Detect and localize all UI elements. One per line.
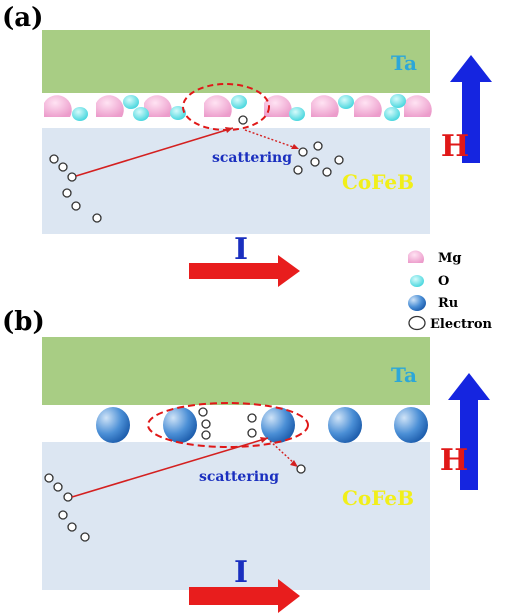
o-atom	[231, 95, 247, 109]
incident-path-a	[75, 127, 234, 177]
electron	[310, 157, 320, 167]
h-field-label-a: H	[441, 129, 469, 164]
legend-label-ru: Ru	[438, 296, 458, 311]
current-label-a: I	[234, 232, 248, 267]
electron	[62, 188, 72, 198]
o-atom-icon	[410, 275, 424, 287]
ru-atom-icon	[408, 295, 426, 311]
o-atom	[72, 107, 88, 121]
electron	[58, 162, 68, 172]
electron	[201, 430, 211, 440]
ru-atom	[328, 407, 362, 443]
mg-atom	[44, 95, 72, 117]
o-atom	[338, 95, 354, 109]
mg-atom	[311, 95, 339, 117]
electron-group-interface-b	[198, 407, 257, 440]
mg-atom-icon	[408, 250, 424, 263]
mg-atom	[354, 95, 382, 117]
o-atom	[384, 107, 400, 121]
legend-label-o: O	[438, 274, 449, 289]
scattered-path-b	[269, 440, 297, 466]
cofeb-label-a: CoFeB	[342, 170, 414, 194]
h-field-label-b: H	[440, 443, 468, 478]
electron	[247, 428, 257, 438]
panel-a-label: (a)	[2, 3, 43, 33]
mg-atom	[96, 95, 124, 117]
ru-atom	[261, 407, 295, 443]
legend-item-o: O	[410, 274, 449, 289]
scattered-path-arrowhead-b	[290, 460, 298, 467]
mg-atom	[404, 95, 432, 117]
electron	[298, 147, 308, 157]
mg-atom	[204, 95, 232, 117]
legend-item-ru: Ru	[408, 295, 458, 311]
ru-atom	[394, 407, 428, 443]
incident-path-b	[71, 437, 269, 498]
electron	[58, 510, 68, 520]
electron	[67, 172, 77, 182]
electron	[53, 482, 63, 492]
o-atom	[390, 94, 406, 108]
legend: Mg O Ru Electron	[408, 250, 493, 332]
current-label-b: I	[234, 555, 248, 590]
electron-scattered-b	[296, 464, 306, 474]
incident-path-arrowhead-a	[225, 127, 233, 133]
mgo-interface-a	[44, 94, 432, 121]
panel-b: (b) Ta CoFeB	[2, 307, 490, 613]
ru-atom	[163, 407, 197, 443]
mg-atom	[264, 95, 292, 117]
scattered-path-arrowhead-a	[291, 144, 299, 149]
electron	[322, 167, 332, 177]
ta-layer-a	[42, 30, 430, 93]
electron-group-left-a	[49, 154, 102, 223]
cofeb-layer-b	[42, 442, 430, 590]
scattering-label-a: scattering	[212, 150, 292, 166]
field-arrow-b	[448, 373, 490, 490]
electron	[201, 419, 211, 429]
electron	[247, 413, 257, 423]
scattered-path-a	[244, 129, 297, 149]
electron	[67, 522, 77, 532]
mg-atom	[144, 95, 172, 117]
electron	[198, 407, 208, 417]
electron	[44, 473, 54, 483]
legend-label-mg: Mg	[438, 251, 461, 266]
ru-atom	[96, 407, 130, 443]
ta-label-a: Ta	[391, 51, 417, 75]
electron-interface-a	[238, 115, 248, 125]
ta-layer-b	[42, 337, 430, 405]
electron	[313, 141, 323, 151]
scattering-region-highlight-b	[147, 402, 309, 448]
o-atom	[133, 107, 149, 121]
legend-item-electron: Electron	[408, 315, 493, 332]
electron-icon	[408, 315, 426, 331]
electron	[49, 154, 59, 164]
ru-interface-b	[96, 407, 428, 443]
panel-a: (a) Ta CoFeB scattering	[2, 3, 492, 287]
electron	[293, 165, 303, 175]
current-arrow-b	[189, 579, 300, 613]
cofeb-layer-a	[42, 128, 430, 234]
cofeb-label-b: CoFeB	[342, 486, 414, 510]
electron	[92, 213, 102, 223]
o-atom	[289, 107, 305, 121]
electron-group-scattered-a	[293, 141, 344, 177]
electron	[63, 492, 73, 502]
panel-b-label: (b)	[2, 307, 45, 337]
field-arrow-a	[450, 55, 492, 163]
legend-label-electron: Electron	[430, 317, 493, 332]
ta-label-b: Ta	[391, 363, 417, 387]
electron	[80, 532, 90, 542]
electron	[334, 155, 344, 165]
o-atom	[123, 95, 139, 109]
legend-item-mg: Mg	[408, 250, 461, 266]
current-arrow-a	[189, 255, 300, 287]
incident-path-arrowhead-b	[260, 437, 268, 443]
scattering-label-b: scattering	[199, 469, 279, 485]
electron	[71, 201, 81, 211]
o-atom	[170, 106, 186, 120]
